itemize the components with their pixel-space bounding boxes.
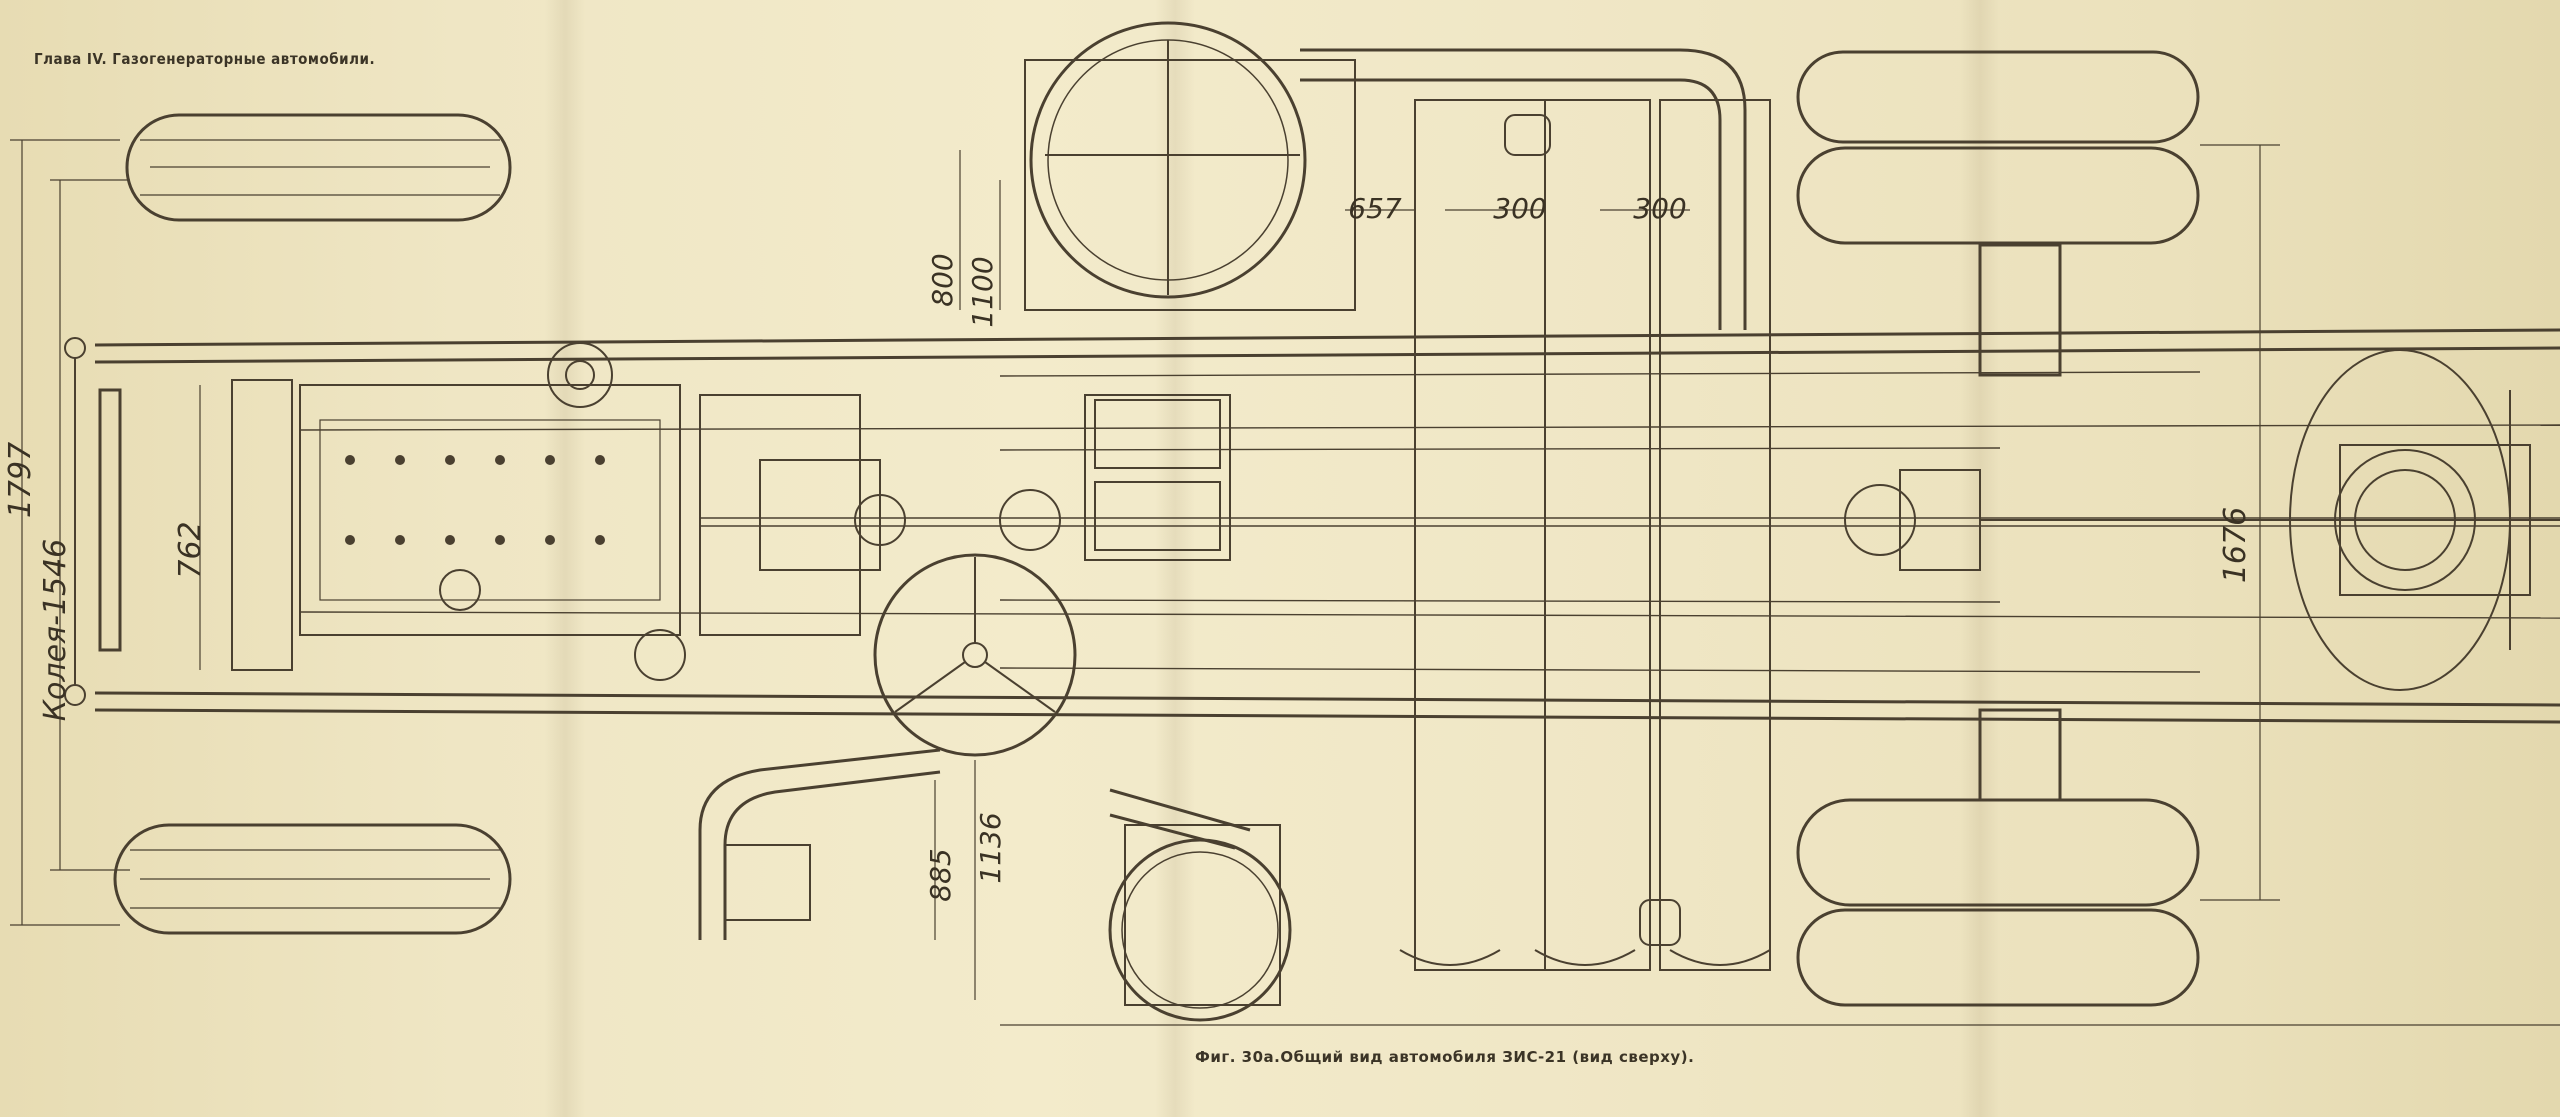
front-wheel-left [125,113,512,222]
dim-rear-track: 1676 [2218,507,2253,583]
dim-hopper-lower-a: 885 [924,848,957,901]
dim-cooler-pitch-2: 300 [1633,192,1686,225]
dim-cooler-offset: 657 [1348,192,1402,225]
page-header: Глава IV. Газогенераторные автомобили. [34,50,376,68]
dim-bunker-a: 800 [926,253,959,306]
steering-wheel [873,553,1077,757]
engine-block [231,342,906,681]
frame-rails [94,328,2560,724]
dim-front-axle-width: 762 [173,521,208,578]
frame-lines [299,371,2560,673]
gas-pipe-upper [1300,48,1747,330]
dim-front-track: Колея-1546 [38,539,73,722]
dimension-lines [10,139,2560,1026]
gas-pipe-lower [698,748,1251,940]
paper-fold [545,0,585,1117]
dim-hopper-lower-b: 1136 [974,812,1007,883]
dim-overall-width: 1797 [3,442,38,518]
paper-fold [1155,0,1195,1117]
front-wheel-right [113,823,512,935]
front-axle [64,337,122,706]
figure-caption: Фиг. 30а.Общий вид автомобиля ЗИС-21 (ви… [1195,1048,1695,1066]
gas-generator-upper [1024,21,1356,311]
battery-boxes [999,394,1231,561]
rear-wheels-right [1796,708,2200,1007]
rear-axle [1844,349,2560,691]
cooler-panels [1399,99,1771,971]
gas-generator-lower [1108,824,1292,1022]
engine-bolts [345,455,605,545]
dimension-labels: 1797 Колея-1546 762 800 1100 885 1136 65… [3,192,2253,902]
dim-cooler-pitch-1: 300 [1493,192,1546,225]
dim-bunker-b: 1100 [966,256,999,327]
rear-wheels-left [1796,50,2200,377]
